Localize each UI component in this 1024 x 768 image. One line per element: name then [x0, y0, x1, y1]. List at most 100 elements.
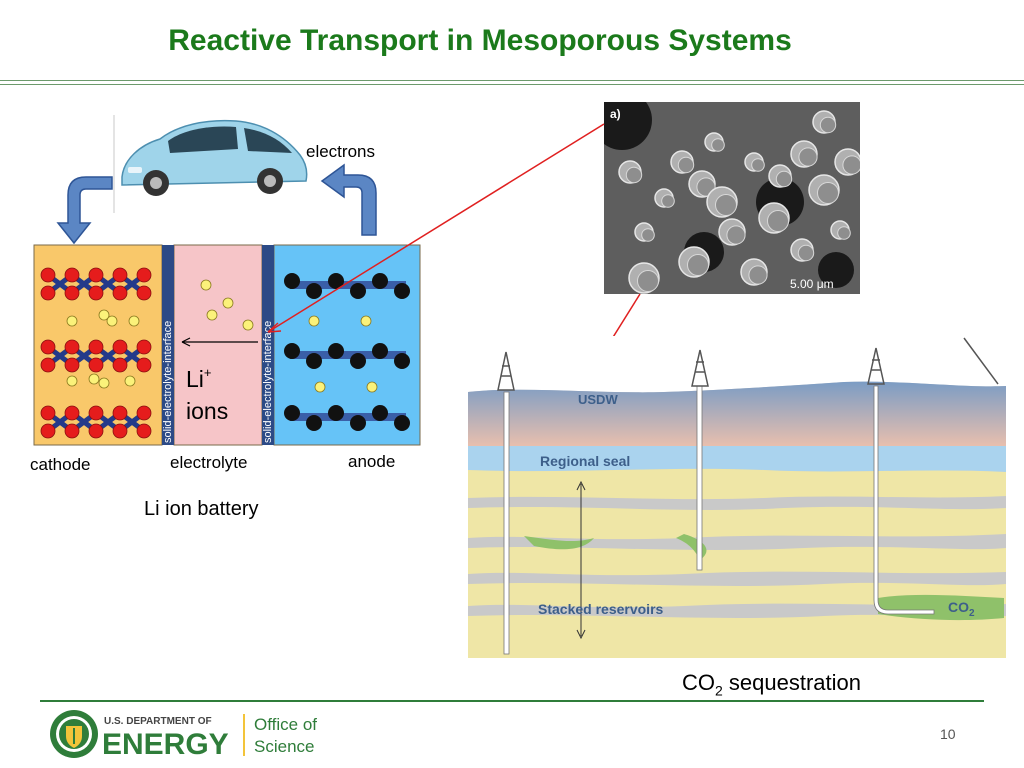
anode-atom — [372, 343, 388, 359]
cathode-atom — [136, 285, 152, 301]
micrograph-panel-label: a) — [610, 107, 621, 121]
slide-title: Reactive Transport in Mesoporous Systems — [168, 24, 792, 57]
regional-seal-label: Regional seal — [540, 453, 630, 469]
electric-car-image — [113, 115, 308, 213]
cathode-atom — [40, 339, 56, 355]
anode-atom — [394, 283, 410, 299]
cathode-atom — [88, 339, 104, 355]
battery-caption: Li ion battery — [144, 498, 259, 520]
electron-return-arrow-icon — [320, 163, 377, 236]
cathode-atom — [112, 423, 128, 439]
li-ion — [308, 315, 320, 327]
li-ion — [206, 309, 218, 321]
li-ion — [66, 375, 78, 387]
electron-flow-arrow-icon — [56, 176, 113, 245]
cathode-atom — [88, 405, 104, 421]
electrolyte-label: electrolyte — [170, 453, 247, 472]
co2-sequestration-diagram: USDW Regional seal Stacked reservoirs CO… — [468, 336, 1006, 658]
li-ion — [98, 377, 110, 389]
anode-atom — [284, 405, 300, 421]
cathode-atom — [64, 423, 80, 439]
anode-atom — [306, 283, 322, 299]
li-ion — [124, 375, 136, 387]
anode-atom — [306, 353, 322, 369]
cathode-atom — [40, 405, 56, 421]
stacked-reservoirs-label: Stacked reservoirs — [538, 601, 664, 617]
anode-label: anode — [348, 452, 395, 471]
injection-wells — [497, 337, 999, 655]
battery-diagram: electrons solid-electrolyte-interface so… — [30, 115, 421, 520]
sei-label-left: solid-electrolyte-interface — [162, 321, 174, 443]
doe-logo: U.S. DEPARTMENT OF ENERGY Office of Scie… — [50, 710, 317, 761]
sei-strip-left — [162, 245, 174, 445]
anode-atom — [394, 353, 410, 369]
footer-rule — [40, 700, 984, 702]
anode-atom — [284, 343, 300, 359]
sem-particles — [604, 102, 860, 294]
li-ion — [366, 381, 378, 393]
cathode-atom — [88, 357, 104, 373]
cathode-atom — [64, 339, 80, 355]
cathode-atom — [88, 267, 104, 283]
ion-word-label: ions — [186, 398, 228, 424]
doe-seal-icon — [50, 710, 98, 758]
cathode-atom — [64, 267, 80, 283]
li-ion — [314, 381, 326, 393]
li-ion — [66, 315, 78, 327]
office-line-2: Science — [254, 737, 314, 756]
anode-atom — [350, 283, 366, 299]
cathode-label: cathode — [30, 455, 91, 474]
anode-atom — [328, 405, 344, 421]
li-ion — [200, 279, 212, 291]
title-rule-top — [0, 80, 1024, 81]
cathode-atom — [112, 267, 128, 283]
cathode-atom — [88, 285, 104, 301]
cathode-atom — [40, 357, 56, 373]
cathode-lattice — [40, 267, 152, 439]
sequestration-caption: CO2 sequestration — [682, 670, 861, 699]
cathode-atom — [40, 285, 56, 301]
cathode-atom — [64, 405, 80, 421]
anode-atom — [328, 343, 344, 359]
regional-seal-layer — [468, 446, 1006, 472]
anode-atom — [328, 273, 344, 289]
electrons-label: electrons — [306, 142, 375, 161]
page-number: 10 — [940, 726, 956, 742]
cathode-atom — [88, 423, 104, 439]
cathode-atom — [136, 405, 152, 421]
li-ion — [98, 309, 110, 321]
cathode-atom — [112, 339, 128, 355]
cathode-atom — [40, 267, 56, 283]
li-ion — [106, 315, 118, 327]
cathode-atom — [64, 285, 80, 301]
doe-energy-word: ENERGY — [102, 728, 229, 761]
cathode-atom — [40, 423, 56, 439]
li-ion — [242, 319, 254, 331]
doe-dept-line: U.S. DEPARTMENT OF — [104, 716, 212, 727]
anode-atom — [372, 405, 388, 421]
cathode-atom — [136, 423, 152, 439]
anode-atom — [394, 415, 410, 431]
anode-atom — [350, 353, 366, 369]
anode-atom — [284, 273, 300, 289]
li-ion — [360, 315, 372, 327]
cathode-atom — [112, 405, 128, 421]
usdw-layer — [468, 381, 1006, 446]
cathode-atom — [64, 357, 80, 373]
cathode-atom — [136, 339, 152, 355]
co2-plume — [878, 594, 1004, 621]
title-rule-bottom — [0, 84, 1024, 85]
li-ion — [88, 373, 100, 385]
office-line-1: Office of — [254, 715, 317, 734]
usdw-label: USDW — [578, 392, 618, 407]
li-ion — [222, 297, 234, 309]
li-ion — [128, 315, 140, 327]
cathode-atom — [136, 267, 152, 283]
cathode-atom — [136, 357, 152, 373]
cathode-atom — [112, 285, 128, 301]
ion-symbol-label: Li+ — [186, 365, 212, 392]
anode-atom — [350, 415, 366, 431]
anode-atom — [306, 415, 322, 431]
sem-micrograph: a) 5.00 μm — [604, 102, 860, 294]
cathode-atom — [112, 357, 128, 373]
